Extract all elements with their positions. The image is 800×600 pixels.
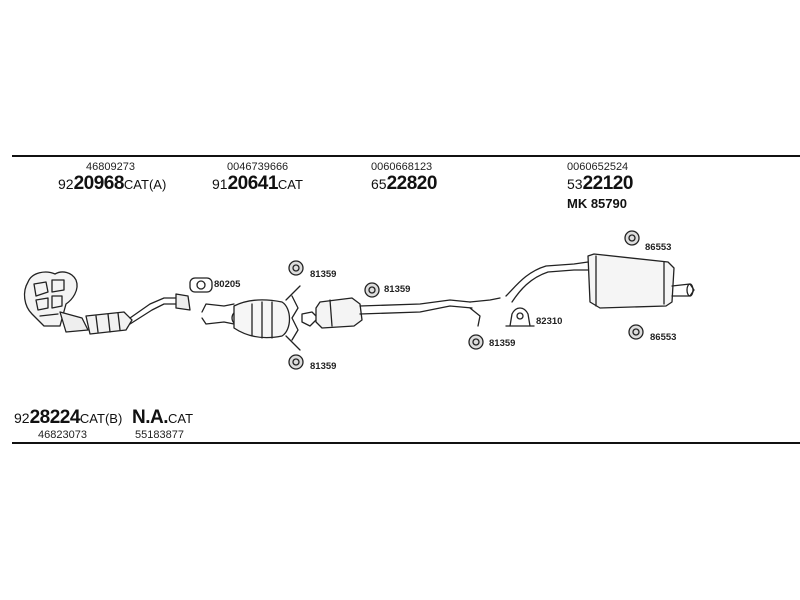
mk-label: MK 85790 bbox=[567, 196, 627, 211]
ref-label-86553-bottom: 86553 bbox=[650, 332, 677, 343]
part-code-1: 9220968CAT(A) bbox=[58, 173, 167, 194]
bottom-divider bbox=[12, 442, 800, 444]
ref-label-81359-c: 81359 bbox=[489, 338, 516, 349]
ref-label-81359-a: 81359 bbox=[310, 269, 337, 280]
top-divider bbox=[12, 155, 800, 157]
part-number-1: 46809273 bbox=[86, 161, 135, 173]
ref-label-81359-b: 81359 bbox=[384, 284, 411, 295]
rear-silencer-part bbox=[505, 253, 695, 309]
part-number-5: 46823073 bbox=[38, 429, 87, 441]
part-code-4: 5322120 bbox=[567, 173, 633, 194]
part-code-6: N.A.CAT bbox=[132, 407, 194, 428]
ref-label-80205: 80205 bbox=[214, 279, 241, 290]
ref-label-81359-d: 81359 bbox=[310, 361, 337, 372]
rubber-mount-86553-icon-bottom bbox=[628, 324, 644, 340]
part-code-3: 6522820 bbox=[371, 173, 437, 194]
gasket-80205-icon bbox=[189, 277, 213, 293]
clamp-81359-icon-d bbox=[468, 334, 484, 350]
part-number-4: 0060652524 bbox=[567, 161, 629, 173]
middle-muffler-part bbox=[301, 297, 501, 329]
catalyst-converter-part bbox=[201, 285, 301, 351]
clamp-81359-icon-a bbox=[288, 260, 304, 276]
rubber-mount-86553-icon-top bbox=[624, 230, 640, 246]
part-code-5: 9228224CAT(B) bbox=[14, 407, 123, 428]
hanger-82310-icon bbox=[505, 307, 535, 327]
manifold-catalyst-part bbox=[23, 271, 191, 335]
clamp-81359-icon-c bbox=[364, 282, 380, 298]
part-number-3: 0060668123 bbox=[371, 161, 433, 173]
clamp-81359-icon-b bbox=[288, 354, 304, 370]
part-code-2: 9120641CAT bbox=[212, 173, 303, 194]
part-number-6: 55183877 bbox=[135, 429, 184, 441]
ref-label-86553-top: 86553 bbox=[645, 242, 672, 253]
part-number-2: 0046739666 bbox=[227, 161, 289, 173]
ref-label-82310: 82310 bbox=[536, 316, 563, 327]
